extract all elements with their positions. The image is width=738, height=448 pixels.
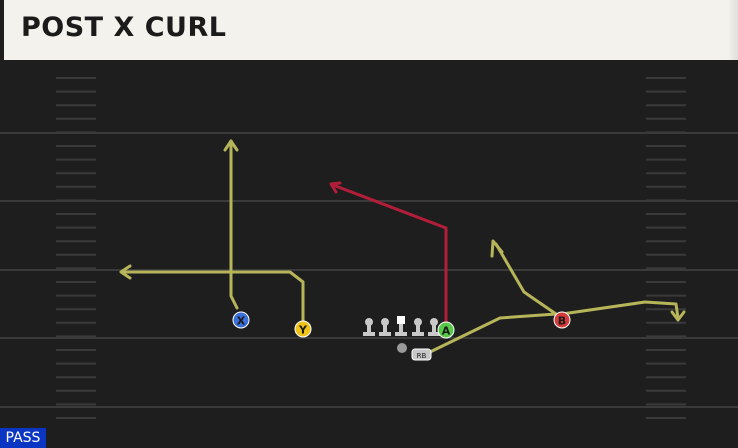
rb-route xyxy=(426,312,558,355)
lineman-icon xyxy=(412,318,424,336)
offensive-line xyxy=(363,316,440,336)
player-x-label: X xyxy=(237,315,246,328)
player-y[interactable]: Y xyxy=(294,320,312,338)
player-b-label: B xyxy=(558,315,566,328)
play-field: X Y A B RB xyxy=(0,60,738,448)
center-lineman-icon xyxy=(395,316,407,336)
route-arrow-icon xyxy=(670,310,686,322)
lineman-icon xyxy=(363,318,375,336)
player-rb[interactable]: RB xyxy=(411,348,432,361)
x-route xyxy=(229,139,239,310)
a-route xyxy=(331,183,448,324)
route-arrow-icon xyxy=(119,264,132,280)
player-x[interactable]: X xyxy=(232,311,250,329)
route-arrow-icon xyxy=(490,239,504,258)
player-a-label: A xyxy=(442,325,451,338)
quarterback-dot-icon xyxy=(397,343,407,353)
hash-marks-left xyxy=(56,77,96,419)
player-a[interactable]: A xyxy=(437,321,455,339)
player-rb-label: RB xyxy=(417,352,427,360)
formation-badge: PASS xyxy=(0,428,46,448)
route-arrow-icon xyxy=(223,139,239,152)
player-y-label: Y xyxy=(298,324,308,337)
player-b[interactable]: B xyxy=(553,311,571,329)
b-route xyxy=(494,242,558,316)
route-arrow-icon xyxy=(329,181,342,194)
play-title: POST X CURL xyxy=(21,12,227,43)
hash-marks-right xyxy=(646,77,686,419)
y-route xyxy=(120,270,305,324)
field-background xyxy=(0,60,738,448)
play-header: POST X CURL xyxy=(0,0,738,60)
b-extension-route xyxy=(560,300,680,320)
lineman-icon xyxy=(379,318,391,336)
lineman-icon xyxy=(428,318,440,336)
